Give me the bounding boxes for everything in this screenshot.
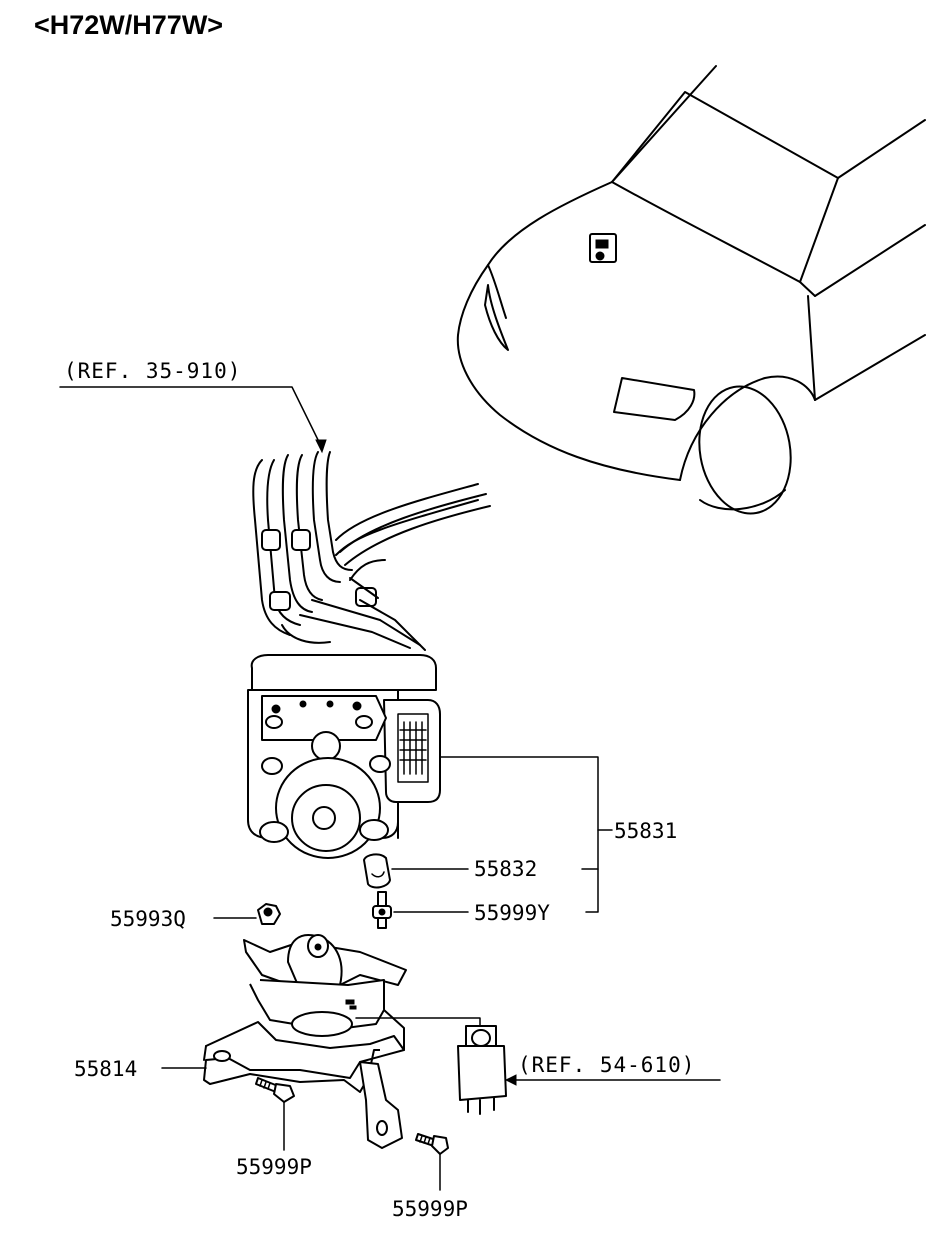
hydraulic-unit-55831 — [247, 654, 441, 859]
vehicle-outline — [456, 65, 926, 515]
bracket-55814 — [203, 934, 407, 1149]
ref-relay-label: (REF. 54-610) — [518, 1053, 695, 1077]
part-number-55993Q: 55993Q — [110, 907, 186, 931]
ref-brake-lines-leader — [59, 386, 323, 449]
bolt-55999P-left — [255, 1077, 295, 1103]
part-number-55814: 55814 — [74, 1057, 137, 1081]
bracket-to-relay-line — [355, 1017, 481, 1027]
part-number-55832: 55832 — [474, 857, 537, 881]
cap-55832 — [363, 853, 391, 889]
relay-component — [457, 1025, 507, 1115]
part-number-55999P-right: 55999P — [392, 1197, 468, 1221]
brake-lines — [252, 451, 491, 651]
bolt-55999P-right — [415, 1133, 449, 1155]
ref-brake-lines-label: (REF. 35-910) — [64, 359, 241, 383]
part-number-55999P-left: 55999P — [236, 1155, 312, 1179]
nut-55993Q — [257, 903, 281, 925]
part-number-55831: 55831 — [614, 819, 677, 843]
part-number-55999Y: 55999Y — [474, 901, 550, 925]
bolt-55999Y — [372, 891, 392, 929]
model-code-title: <H72W/H77W> — [34, 10, 224, 40]
unit-leader-line — [439, 756, 599, 913]
